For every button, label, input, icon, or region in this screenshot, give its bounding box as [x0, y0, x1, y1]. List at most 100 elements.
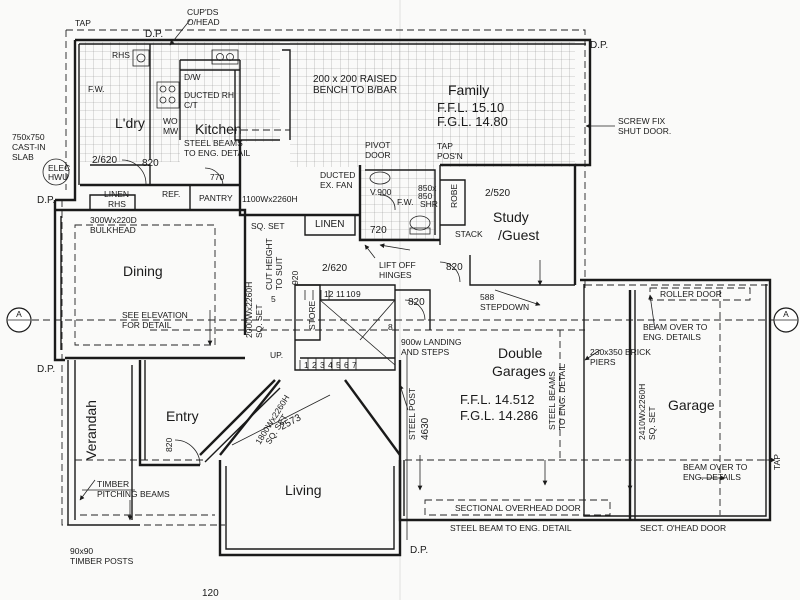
label-beam-over-3: BEAM OVER TO	[683, 462, 748, 472]
stair-num-12: 12	[324, 289, 334, 299]
label-slab-2: CAST-IN	[12, 142, 46, 152]
hot-water-unit-icon	[42, 158, 70, 186]
label-2000-2: SQ. SET	[254, 304, 264, 338]
label-tap-top: TAP	[75, 18, 91, 28]
label-posts-1: 90x90	[70, 546, 93, 556]
stair-num-4: 4	[328, 360, 333, 370]
label-timber-2: PITCHING BEAMS	[97, 489, 170, 499]
label-pantry: PANTRY	[199, 193, 233, 203]
stair-num-10: 10	[346, 289, 356, 299]
label-820-entry: 820	[164, 438, 174, 452]
label-4630: 4630	[420, 417, 431, 440]
section-marker-icon: A A	[6, 307, 799, 333]
stair-num-2: 2	[312, 360, 317, 370]
room-double: Double	[498, 345, 543, 361]
room-living: Living	[285, 482, 322, 498]
door-swing-icon	[121, 159, 461, 466]
laundry-tub-icon	[132, 49, 150, 67]
stairs	[299, 290, 396, 370]
label-2410-1: 2410Wx2260H	[637, 384, 647, 440]
stair-num-9: 9	[356, 289, 361, 299]
room-guest: /Guest	[498, 227, 539, 243]
room-family: Family	[448, 82, 489, 98]
label-sectional-door: SECTIONAL OVERHEAD DOOR	[455, 503, 581, 513]
label-steel-beams-g-1: STEEL BEAMS	[547, 371, 557, 430]
section-label-left: A	[16, 309, 22, 319]
label-linen: LINEN	[315, 219, 344, 230]
label-piers-1: 230x350 BRICK	[590, 347, 651, 357]
label-sq-set: SQ. SET	[251, 221, 285, 231]
stair-num-6: 6	[344, 360, 349, 370]
eave-outline	[10, 29, 785, 526]
label-820-study: 820	[446, 262, 463, 273]
sink-icon	[211, 49, 239, 65]
label-850-b: 850	[418, 191, 432, 201]
label-piers-2: PIERS	[590, 357, 616, 367]
label-dp-right: D.P.	[590, 40, 608, 51]
basin-icon	[369, 171, 391, 185]
section-label-right: A	[783, 309, 789, 319]
label-lift-1: LIFT OFF	[379, 260, 416, 270]
label-rhs-top: RHS	[112, 50, 130, 60]
label-lift-2: HINGES	[379, 270, 412, 280]
label-tap-right: TAP	[772, 454, 782, 470]
label-fw: F.W.	[88, 84, 105, 94]
label-fw-bath: F.W.	[397, 197, 414, 207]
label-cut-2: TO SUIT	[274, 257, 284, 290]
label-linen-rhs-2: RHS	[108, 199, 126, 209]
family-ffl: F.F.L. 15.10	[437, 100, 504, 115]
room-laundry: L'dry	[115, 115, 145, 131]
label-920: 920	[290, 271, 300, 285]
room-verandah: Verandah	[83, 400, 99, 460]
dimension-lines	[82, 355, 408, 540]
label-up: UP.	[270, 350, 283, 360]
toilet-icon	[409, 215, 431, 235]
label-sect-ohead: SECT. O'HEAD DOOR	[640, 523, 726, 533]
label-stepdown: STEPDOWN	[480, 302, 529, 312]
room-garages: Garages	[492, 363, 546, 379]
leader-lines	[79, 19, 776, 521]
label-linen-rhs-1: LINEN	[104, 189, 129, 199]
stair-num-5: 5	[336, 360, 341, 370]
label-720: 720	[370, 225, 387, 236]
page-number: 120	[202, 588, 219, 599]
label-elec: ELEC	[48, 163, 70, 173]
label-screw-1: SCREW FIX	[618, 116, 666, 126]
label-cupds-2: O/HEAD	[187, 17, 220, 27]
stair-num-7: 7	[352, 360, 357, 370]
label-tap-pos-2: POS'N	[437, 151, 463, 161]
label-ducted-rh: DUCTED RH	[184, 90, 234, 100]
label-2000-1: 2000Wx2260H	[244, 282, 254, 338]
label-cupds-1: CUP'DS	[187, 7, 219, 17]
dashed-features	[74, 129, 770, 516]
room-kitchen: Kitchen	[195, 121, 242, 137]
label-roller-door: ROLLER DOOR	[660, 289, 722, 299]
label-landing-2: AND STEPS	[401, 347, 450, 357]
stair-num-11: 11	[336, 289, 345, 299]
label-2520: 2/520	[485, 188, 510, 199]
label-slab-1: 750x750	[12, 132, 45, 142]
stair-num-3: 3	[320, 360, 325, 370]
label-tap-pos-1: TAP	[437, 141, 453, 151]
label-beam-over-2: ENG. DETAILS	[643, 332, 701, 342]
family-fgl: F.G.L. 14.80	[437, 114, 508, 129]
label-588: 588	[480, 292, 494, 302]
label-pivot-2: DOOR	[365, 150, 391, 160]
label-screw-2: SHUT DOOR.	[618, 126, 671, 136]
label-shr: SHR	[420, 199, 438, 209]
label-see-elevation-2: FOR DETAIL	[122, 320, 172, 330]
label-dp-top: D.P.	[145, 29, 163, 40]
label-beam-over-4: ENG. DETAILS	[683, 472, 741, 482]
label-circle-5: 5	[271, 294, 276, 304]
room-entry: Entry	[166, 408, 199, 424]
label-see-elevation-1: SEE ELEVATION	[122, 310, 188, 320]
label-beam-over-1: BEAM OVER TO	[643, 322, 708, 332]
label-1100: 1100Wx2260H	[242, 194, 298, 204]
label-posts-2: TIMBER POSTS	[70, 556, 134, 566]
label-stack: STACK	[455, 229, 483, 239]
tiled-floors	[80, 42, 575, 240]
label-2620-mid: 2/620	[322, 263, 347, 274]
label-850-a: 850x	[418, 183, 437, 193]
label-beams-2: TO ENG. DETAIL	[184, 148, 251, 158]
